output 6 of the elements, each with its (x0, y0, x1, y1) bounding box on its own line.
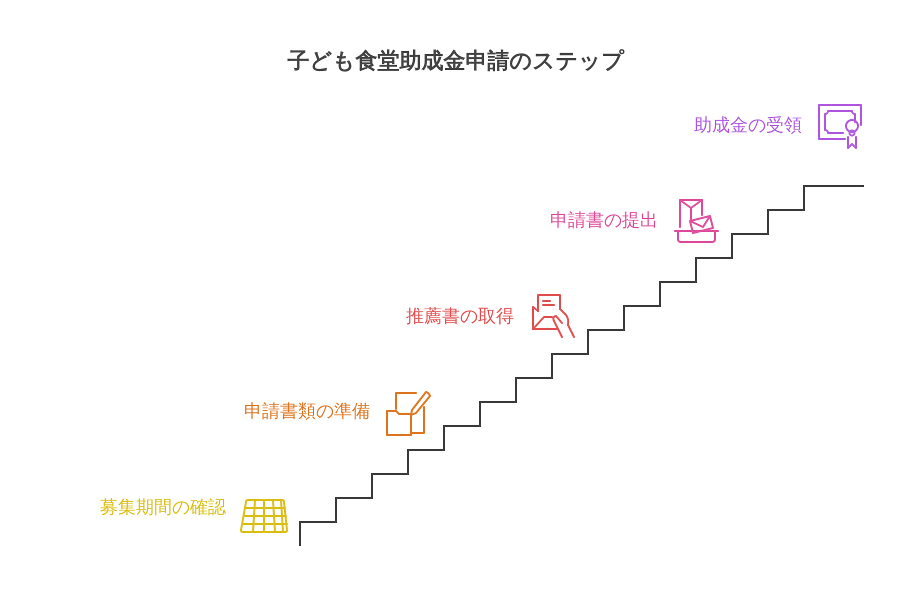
title: 子ども食堂助成金申請のステップ (286, 48, 626, 76)
step-label: 募集期間の確認 (100, 496, 226, 520)
step-label: 助成金の受領 (694, 114, 802, 138)
step-label: 申請書の提出 (550, 209, 658, 233)
step-label: 申請書類の準備 (244, 400, 370, 424)
step-label: 推薦書の取得 (406, 305, 514, 329)
